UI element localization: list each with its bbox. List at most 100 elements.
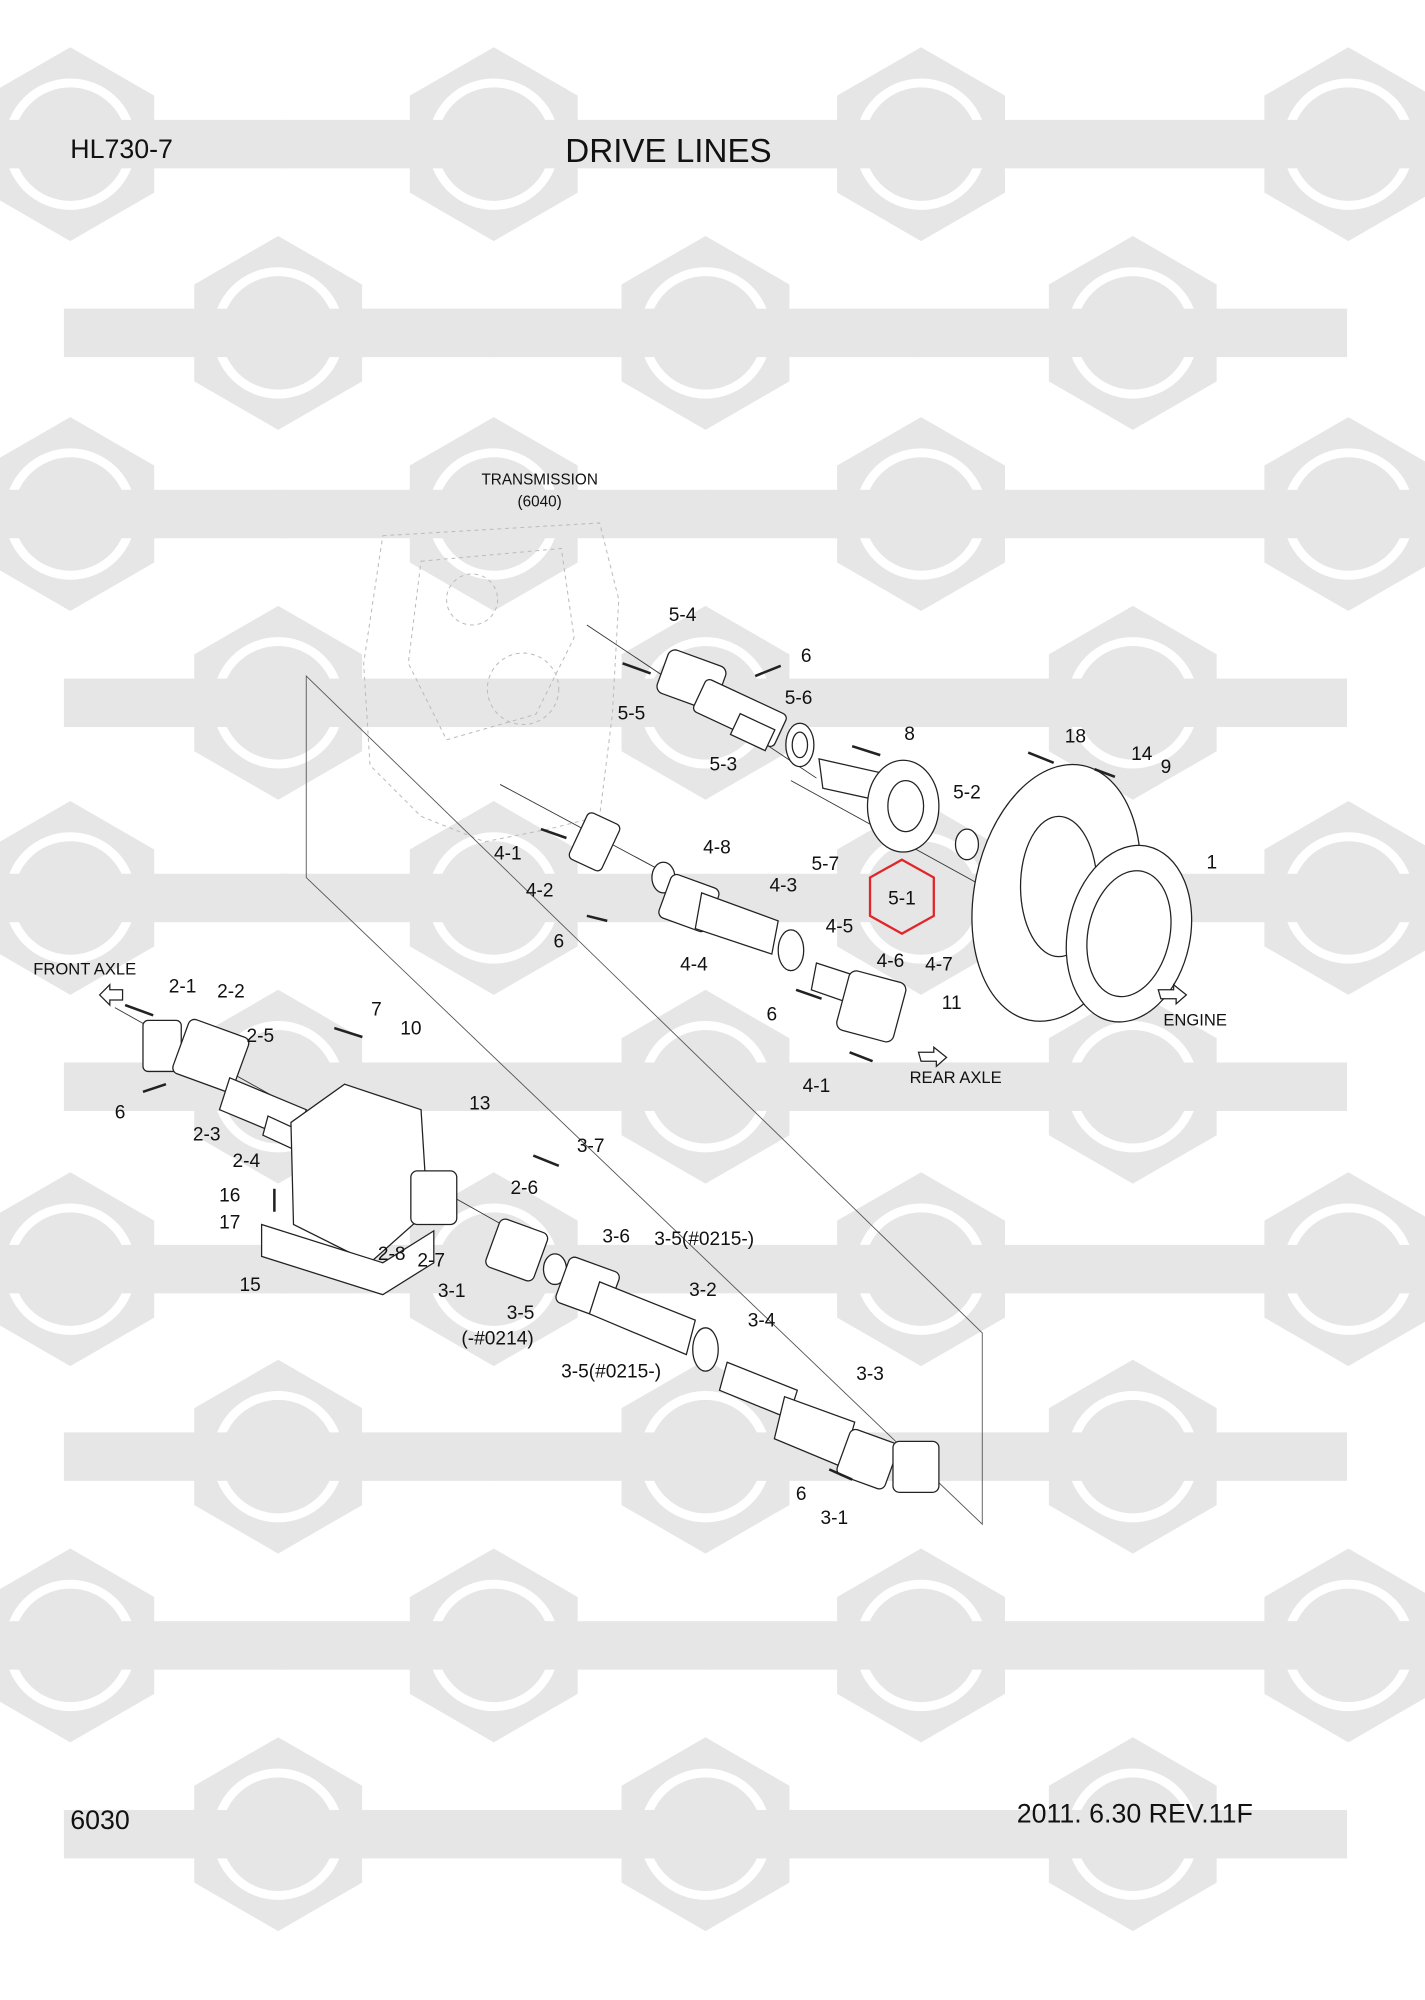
callout-label[interactable]: 4-4 (680, 955, 708, 976)
callout-label[interactable]: 5-5 (618, 703, 646, 724)
watermark-logo (0, 417, 285, 611)
callout-label[interactable]: 3-4 (748, 1311, 776, 1332)
callout-label[interactable]: 7 (371, 999, 382, 1020)
callout-label[interactable]: 2-5 (247, 1026, 275, 1047)
part-4-1-joint (568, 812, 621, 872)
highlighted-callout[interactable]: 5-1 (868, 858, 935, 935)
callout-label[interactable]: 4-8 (703, 837, 731, 858)
watermark-logo (918, 989, 1348, 1184)
watermark-logo (1134, 1548, 1425, 1743)
callout-label[interactable]: 3-2 (689, 1280, 717, 1301)
part-3-3-shaft (718, 1361, 940, 1493)
callout-label[interactable]: 3-1 (820, 1508, 848, 1529)
callout-label[interactable]: 6 (796, 1484, 807, 1505)
part-2-1-joint (142, 1018, 250, 1093)
callout-label[interactable]: 4-3 (769, 876, 797, 897)
page-number: 6030 (70, 1805, 130, 1835)
watermark-logo (0, 1172, 285, 1367)
callout-label[interactable]: 15 (239, 1275, 260, 1296)
transmission-ref: (6040) (518, 493, 562, 510)
callout-label[interactable]: 3-6 (602, 1226, 630, 1247)
callout-label[interactable]: 2-1 (169, 976, 197, 997)
watermark-logo (706, 47, 1136, 242)
watermark-logo (918, 1359, 1348, 1554)
callout-label[interactable]: 3-7 (577, 1136, 605, 1157)
engine-label: ENGINE (1163, 1011, 1227, 1030)
part-4-5-bearing (777, 929, 805, 972)
engine-arrow-icon (1157, 983, 1188, 1006)
callout-label[interactable]: 14 (1131, 744, 1153, 765)
callout-label[interactable]: 4-1 (494, 844, 522, 865)
callout-label[interactable]: 3-5(#0215-) (561, 1362, 661, 1383)
watermark-logo (918, 605, 1348, 800)
part-5-2-cap (954, 828, 980, 861)
part-2-8-yoke (410, 1170, 458, 1226)
callout-label[interactable]: 9 (1161, 757, 1172, 778)
callout-label[interactable]: 4-2 (526, 881, 554, 902)
watermark-logo (279, 47, 709, 242)
callout-label[interactable]: 6 (115, 1103, 126, 1124)
callout-label[interactable]: 3-5(#0215-) (654, 1229, 754, 1250)
watermark-logo (491, 235, 920, 430)
watermark-logo (0, 801, 285, 995)
bolts (124, 662, 1116, 1481)
callout-label[interactable]: 11 (942, 993, 962, 1014)
part-5-4-yoke (656, 649, 787, 752)
callout-label[interactable]: 4-6 (877, 951, 905, 972)
callout-label[interactable]: 13 (469, 1094, 490, 1115)
callout-label[interactable]: 4-1 (803, 1076, 831, 1097)
callout-label[interactable]: 5-2 (953, 782, 981, 803)
part-5-6-bearing (785, 722, 815, 768)
watermark-logo (1134, 1172, 1425, 1367)
callout-label[interactable]: 2-3 (193, 1124, 221, 1145)
transmission-label: TRANSMISSION (481, 472, 597, 489)
callout-label[interactable]: (-#0214) (461, 1328, 533, 1349)
callout-label[interactable]: 4-7 (925, 955, 953, 976)
watermark-logo (918, 1737, 1348, 1932)
callout-label[interactable]: 16 (219, 1186, 240, 1207)
callout-label[interactable]: 2-8 (378, 1244, 406, 1265)
exploded-view-drawing (114, 522, 1193, 1526)
watermark-logo (279, 1548, 709, 1743)
watermark-logo (63, 1359, 493, 1554)
callout-label[interactable]: 6 (553, 932, 564, 953)
callout-label[interactable]: 18 (1065, 726, 1086, 747)
highlighted-part-label[interactable]: 5-1 (888, 888, 916, 909)
watermark-logo (0, 1548, 285, 1743)
watermark-logo (706, 417, 1136, 611)
callout-label[interactable]: 2-6 (511, 1178, 539, 1199)
part-3-2-slip-yoke (555, 1256, 697, 1356)
callout-label[interactable]: 1 (1207, 853, 1218, 874)
transmission-ghost (363, 522, 620, 843)
model-name: HL730-7 (70, 134, 173, 164)
callout-label[interactable]: 8 (904, 724, 915, 745)
guide-outline (305, 674, 983, 1526)
watermark-logo (63, 989, 493, 1184)
callout-label[interactable]: 5-7 (812, 854, 840, 875)
callout-label[interactable]: 5-4 (669, 605, 697, 626)
callout-label[interactable]: 3-3 (856, 1364, 884, 1385)
callout-label[interactable]: 2-7 (417, 1251, 445, 1272)
watermark-logo (706, 1172, 1136, 1367)
callout-label[interactable]: 5-3 (710, 754, 738, 775)
callout-label[interactable]: 6 (766, 1004, 777, 1025)
part-5-1-flange (818, 758, 940, 853)
watermark-logo (63, 605, 493, 800)
watermark-layer (0, 47, 1425, 1932)
part-1-11-housing (971, 763, 1193, 1023)
callout-labels: 5-4 6 5-5 5-6 5-3 8 18 14 9 5-2 5-7 1 4-1 4-8 4-2 4-3 4-… (115, 605, 1217, 1529)
callout-label[interactable]: 2-2 (217, 981, 245, 1002)
callout-label[interactable]: 5-6 (785, 688, 813, 709)
callout-label[interactable]: 6 (801, 646, 812, 667)
callout-label[interactable]: 4-5 (826, 916, 854, 937)
part-4-6-shaft (810, 962, 907, 1043)
callout-label[interactable]: 17 (219, 1212, 240, 1233)
callout-label[interactable]: 2-4 (232, 1151, 260, 1172)
callout-label[interactable]: 3-1 (438, 1281, 466, 1302)
watermark-logo (279, 801, 709, 995)
callout-label[interactable]: 3-5 (507, 1303, 535, 1324)
callout-label[interactable]: 10 (400, 1018, 421, 1039)
watermark-logo (63, 235, 493, 430)
rear-axle-label: REAR AXLE (910, 1068, 1002, 1087)
